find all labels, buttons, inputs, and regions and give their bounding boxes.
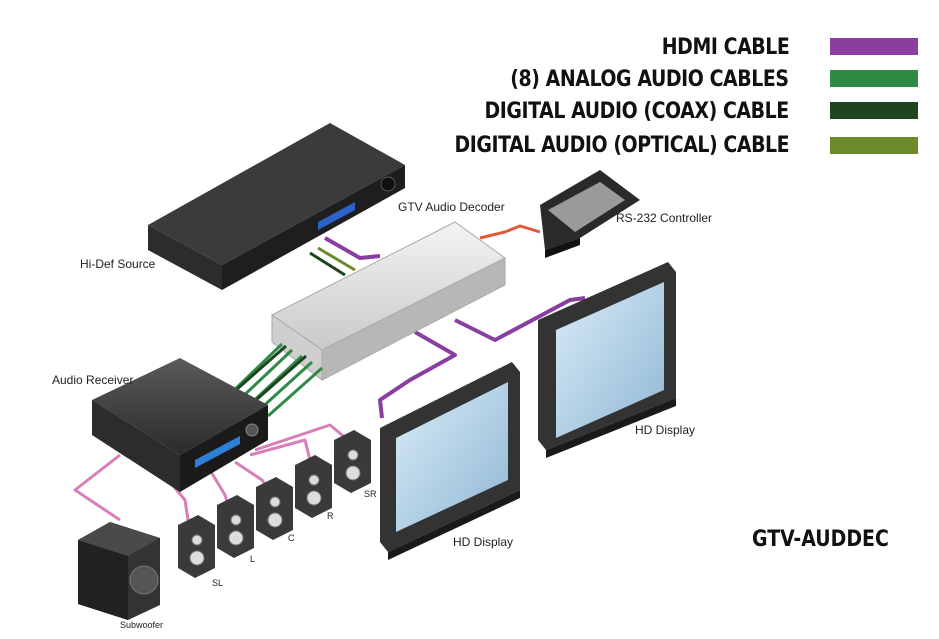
label-speaker-l: L (250, 554, 256, 564)
legend-swatch-hdmi (830, 38, 918, 55)
subwoofer-device (78, 522, 160, 620)
hi-def-source-device (148, 123, 405, 290)
legend-item-hdmi: HDMI CABLE (641, 34, 789, 60)
label-speaker-c: C (288, 533, 295, 543)
wire-l (208, 469, 230, 506)
hdmi-source-to-decoder (324, 236, 381, 260)
audio-receiver-device (92, 358, 268, 492)
coax-cable (309, 251, 346, 277)
speaker-sl (178, 515, 215, 578)
label-hi-def-source: Hi-Def Source (80, 257, 156, 271)
speaker-l (217, 495, 254, 558)
label-subwoofer: Subwoofer (120, 620, 164, 630)
legend-swatch-analog (830, 70, 918, 87)
label-hd-display-back: HD Display (635, 423, 696, 437)
model-number: GTV-AUDDEC (752, 527, 889, 552)
legend-item-coax: DIGITAL AUDIO (COAX) CABLE (435, 98, 790, 124)
digital-audio-cables (309, 246, 356, 277)
label-speaker-sr: SR (364, 489, 377, 499)
speaker-r (295, 455, 332, 518)
optical-cable (317, 246, 356, 272)
hdmi-decoder-to-display-front (378, 330, 457, 419)
wire-subwoofer (73, 453, 121, 522)
legend-label: DIGITAL AUDIO (OPTICAL) CABLE (454, 132, 789, 158)
legend-label: HDMI CABLE (661, 34, 789, 60)
legend-label: (8) ANALOG AUDIO CABLES (510, 66, 790, 92)
rs232-cable (479, 224, 541, 240)
speaker-sr (334, 430, 371, 493)
hd-display-front-device (380, 362, 520, 560)
hd-display-back-device (538, 262, 676, 458)
label-speaker-sl: SL (212, 578, 224, 588)
hdmi-cables (324, 236, 586, 419)
wire-r (249, 438, 312, 461)
legend-item-optical: DIGITAL AUDIO (OPTICAL) CABLE (400, 132, 789, 158)
legend-swatch-coax (830, 102, 918, 119)
legend-label: DIGITAL AUDIO (COAX) CABLE (484, 98, 790, 124)
label-speaker-r: R (327, 511, 334, 521)
legend-item-analog: (8) ANALOG AUDIO CABLES (465, 66, 790, 92)
wire-sr (254, 423, 349, 452)
label-rs232-controller: RS-232 Controller (616, 211, 713, 225)
rs232-controller-device (540, 170, 640, 258)
label-audio-receiver: Audio Receiver (52, 373, 134, 387)
label-gtv-audio-decoder: GTV Audio Decoder (398, 200, 505, 214)
hdmi-decoder-to-display-back (454, 296, 586, 342)
legend-swatch-optical (830, 137, 918, 154)
speaker-c (256, 477, 293, 540)
gtv-audio-decoder-device (271, 221, 506, 382)
analog-audio-cables (226, 342, 323, 418)
label-hd-display-front: HD Display (453, 535, 514, 549)
